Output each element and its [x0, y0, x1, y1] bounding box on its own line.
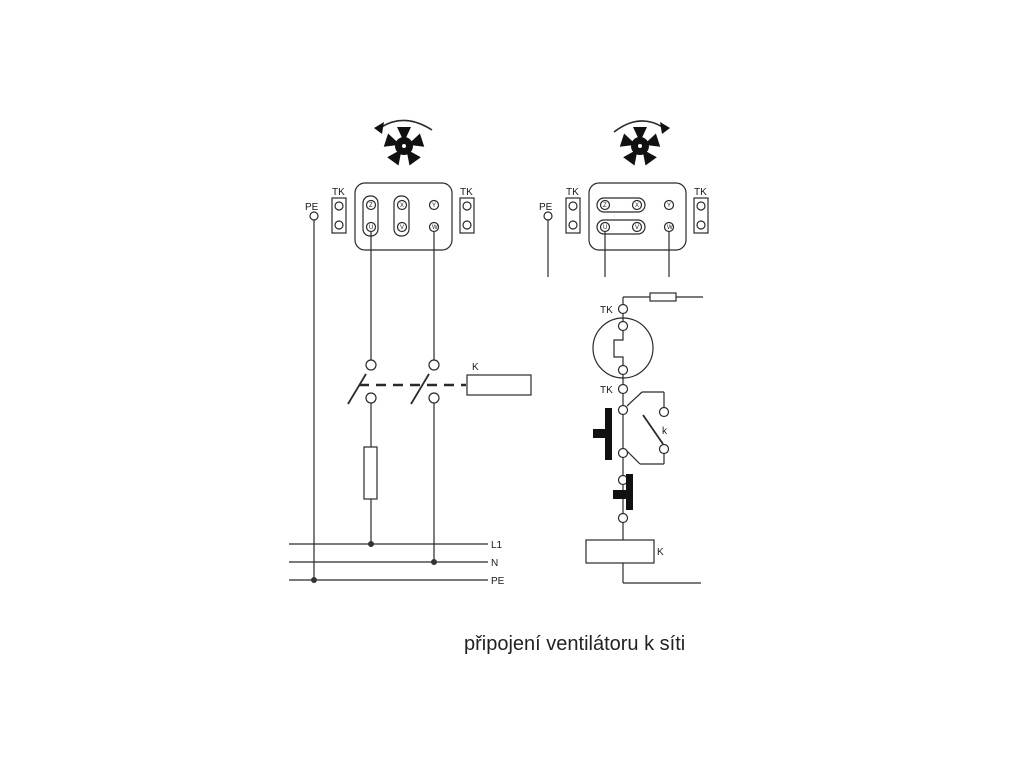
terminal-label-y-right: Y	[667, 203, 671, 209]
terminal-v	[396, 221, 408, 233]
thermal-contact-label-bottom: TK	[600, 385, 613, 396]
right-diagram	[543, 120, 709, 584]
terminal-label-z: Z	[369, 203, 373, 209]
push-buttons	[593, 408, 633, 510]
diagram-caption: připojení ventilátoru k síti	[464, 633, 686, 655]
terminal-z	[365, 199, 377, 211]
contactor-coil	[466, 374, 532, 396]
terminal-label-y: Y	[432, 203, 436, 209]
terminal-box	[354, 182, 453, 251]
terminal-u	[365, 221, 377, 233]
terminal-y	[428, 199, 440, 211]
supply-label-pe: PE	[491, 576, 505, 587]
terminal-label-w: W	[432, 225, 438, 231]
terminal-label-x-right: X	[635, 203, 639, 209]
left-labels: TK TK PE Z X Y U V W K L1 N PE	[305, 187, 505, 587]
pe-label-right: PE	[539, 202, 553, 213]
tk-label-left-right: TK	[566, 187, 579, 198]
supply-label-n: N	[491, 558, 498, 569]
fuse	[363, 446, 378, 500]
terminal-box-right	[588, 182, 687, 251]
supply-label-l1: L1	[491, 540, 503, 551]
contactor-label: K	[472, 362, 479, 373]
tk-contact-left	[331, 197, 347, 234]
fan-rotation-icon-right	[613, 120, 670, 166]
terminal-x	[396, 199, 408, 211]
tk-label-left: TK	[332, 187, 345, 198]
pe-terminal	[309, 211, 319, 221]
terminal-label-v-right: V	[635, 225, 639, 231]
tk-label-right: TK	[460, 187, 473, 198]
terminal-label-x: X	[400, 203, 404, 209]
control-fuse	[649, 292, 677, 302]
terminal-label-z-right: Z	[603, 203, 607, 209]
terminal-w	[428, 221, 440, 233]
thermal-contact-label-top: TK	[600, 305, 613, 316]
aux-contact-label: k	[662, 426, 668, 437]
coil-label: K	[657, 547, 664, 558]
start-button	[626, 474, 633, 510]
terminal-label-w-right: W	[667, 225, 673, 231]
terminal-label-u-right: U	[603, 225, 607, 231]
pe-label: PE	[305, 202, 319, 213]
right-labels: TK TK PE Z X Y U V W TK TK k K	[539, 187, 707, 558]
control-coil	[585, 539, 655, 564]
thermal-contact	[592, 317, 654, 379]
terminal-label-v: V	[400, 225, 404, 231]
stop-button	[605, 408, 612, 460]
fan-rotation-icon	[374, 119, 433, 166]
tk-label-right-right: TK	[694, 187, 707, 198]
tk-contact-right	[459, 197, 475, 234]
terminal-label-u: U	[369, 225, 373, 231]
left-diagram	[289, 119, 532, 583]
